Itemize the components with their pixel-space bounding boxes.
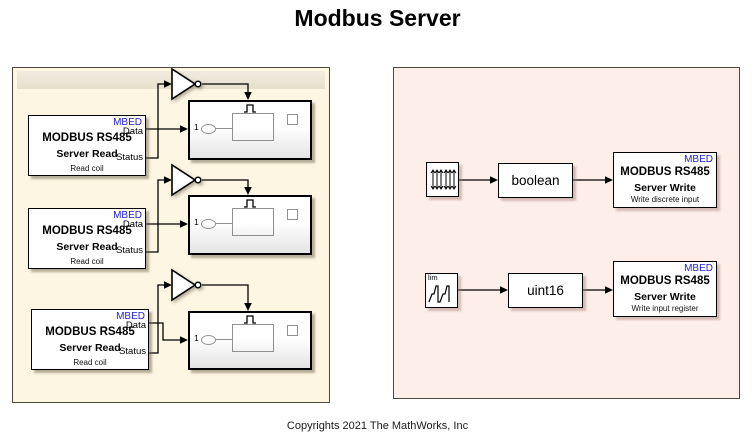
- inport-number: 1: [194, 122, 199, 132]
- right-annotation-area: [393, 67, 740, 399]
- mbed-badge: MBED: [116, 311, 145, 322]
- not-gate-icon: [171, 268, 197, 302]
- data-port-label: Data: [125, 320, 146, 331]
- boolean-conversion-block[interactable]: boolean: [498, 163, 573, 198]
- status-port-label: Status: [116, 245, 143, 256]
- block-title: MODBUS RS485: [620, 275, 710, 287]
- block-subtitle: Server Read: [56, 148, 118, 160]
- modbus-server-read-block-2[interactable]: MBED Data MODBUS RS485 Server Read Statu…: [28, 208, 146, 269]
- conversion-type-label: uint16: [527, 283, 564, 298]
- block-caption: Read coil: [70, 257, 104, 266]
- trigger-port-icon: [244, 104, 256, 113]
- inner-small-block-icon: [287, 114, 298, 125]
- data-port-label: Data: [122, 126, 143, 137]
- inport-oval-icon: [201, 124, 216, 134]
- inner-block-icon: [232, 113, 274, 141]
- inner-wire: [215, 339, 232, 340]
- not-gate-block-3[interactable]: [167, 267, 203, 303]
- mbed-badge: MBED: [113, 117, 142, 128]
- not-bubble-icon: [194, 176, 202, 184]
- trigger-port-icon: [244, 315, 256, 324]
- block-subtitle: Server Write: [634, 291, 696, 303]
- mbed-badge: MBED: [684, 154, 713, 165]
- block-title: MODBUS RS485: [42, 225, 132, 237]
- block-subtitle: Server Write: [634, 182, 696, 194]
- uint16-conversion-block[interactable]: uint16: [508, 273, 583, 308]
- modbus-server-write-block-1[interactable]: MBED MODBUS RS485 Server Write Write dis…: [613, 152, 717, 208]
- not-bubble-icon: [194, 80, 202, 88]
- block-subtitle: Server Read: [56, 241, 118, 253]
- triggered-subsystem-2[interactable]: 1: [188, 195, 312, 255]
- conversion-type-label: boolean: [511, 173, 560, 188]
- mbed-badge: MBED: [113, 210, 142, 221]
- triggered-subsystem-1[interactable]: 1: [188, 100, 312, 160]
- triggered-subsystem-3[interactable]: 1: [188, 311, 312, 370]
- inport-number: 1: [194, 333, 199, 343]
- inner-block-icon: [232, 324, 274, 352]
- mbed-badge: MBED: [684, 263, 713, 274]
- counter-limit-label: lim: [428, 273, 438, 282]
- status-port-label: Status: [119, 346, 146, 357]
- page-title: Modbus Server: [294, 5, 461, 31]
- copyright-note: Copyrights 2021 The MathWorks, Inc: [286, 420, 469, 432]
- trigger-port-icon: [244, 199, 256, 208]
- not-bubble-icon: [194, 281, 202, 289]
- block-caption: Write discrete input: [630, 195, 700, 204]
- block-caption: Read coil: [70, 164, 104, 173]
- block-title: MODBUS RS485: [42, 132, 132, 144]
- block-title: MODBUS RS485: [620, 166, 710, 178]
- data-port-label: Data: [122, 219, 143, 230]
- modbus-server-write-block-2[interactable]: MBED MODBUS RS485 Server Write Write inp…: [613, 261, 717, 317]
- block-caption: Write input register: [631, 304, 699, 313]
- counter-limited-source-block[interactable]: lim: [425, 273, 458, 308]
- inner-wire: [215, 128, 232, 129]
- not-gate-icon: [171, 67, 197, 101]
- modbus-server-read-block-1[interactable]: MBED Data MODBUS RS485 Server Read Statu…: [28, 115, 146, 176]
- inner-block-icon: [232, 208, 274, 236]
- inport-number: 1: [194, 217, 199, 227]
- inner-wire: [215, 223, 232, 224]
- inner-small-block-icon: [287, 325, 298, 336]
- not-gate-icon: [171, 163, 197, 197]
- modbus-server-read-block-3[interactable]: MBED Data MODBUS RS485 Server Read Statu…: [31, 309, 149, 370]
- impulse-train-icon: [430, 169, 457, 190]
- inner-small-block-icon: [287, 209, 298, 220]
- block-subtitle: Server Read: [59, 342, 121, 354]
- inport-oval-icon: [201, 335, 216, 345]
- inport-oval-icon: [201, 219, 216, 229]
- block-caption: Read coil: [73, 358, 107, 367]
- block-title: MODBUS RS485: [45, 326, 135, 338]
- impulse-source-block[interactable]: [426, 162, 459, 197]
- counter-limited-icon: [428, 285, 450, 303]
- status-port-label: Status: [116, 152, 143, 163]
- not-gate-block-1[interactable]: [167, 66, 203, 102]
- not-gate-block-2[interactable]: [167, 162, 203, 198]
